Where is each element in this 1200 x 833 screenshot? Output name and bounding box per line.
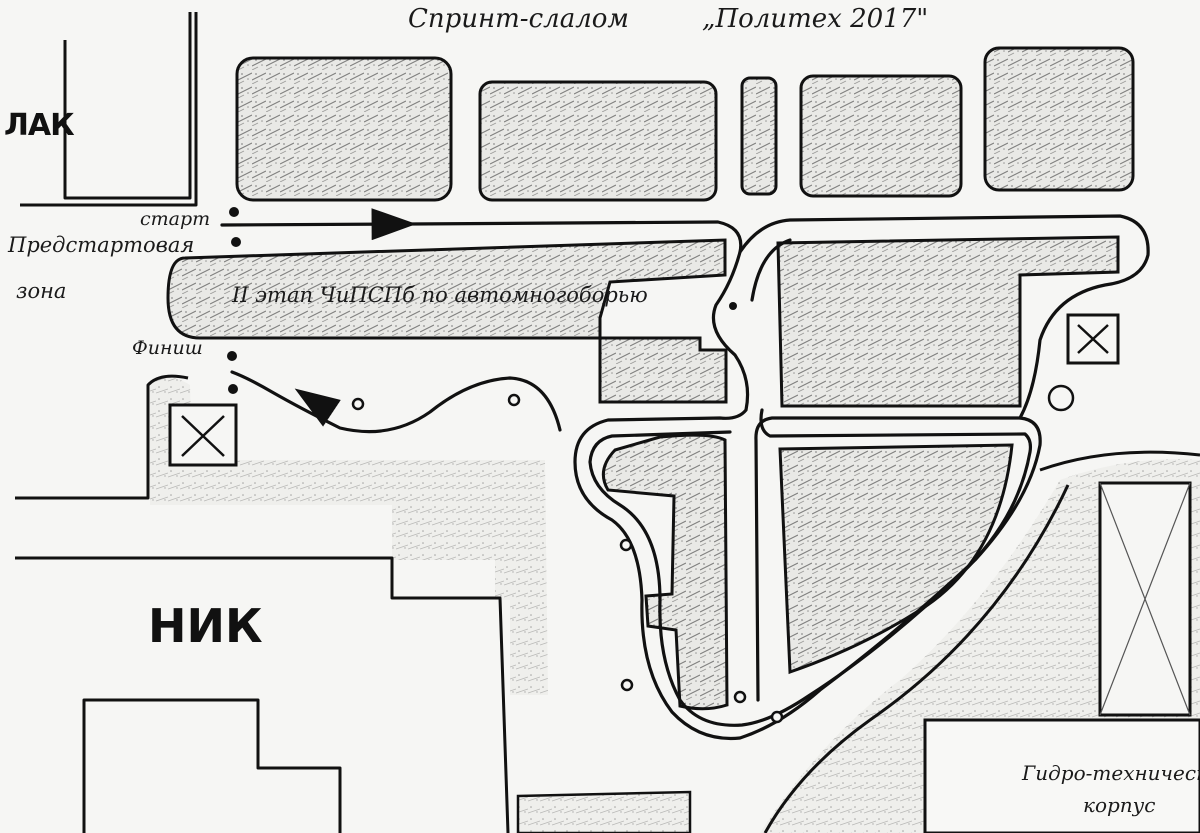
prestart-label-line2: зона [16, 279, 66, 303]
cone-turnaround [1047, 384, 1075, 412]
track-route-inner [588, 238, 1033, 727]
top-block-1 [235, 56, 453, 202]
prestart-label-line1: Предстартовая [7, 233, 194, 257]
cone-4 [620, 678, 634, 692]
cone-5 [733, 690, 747, 704]
middle-island [601, 433, 729, 711]
nik-building-wall [15, 556, 510, 833]
stage-label: II этап ЧиПСПб по автомногоборью [231, 283, 648, 307]
cone-start-bottom [231, 237, 241, 247]
top-block-5 [983, 46, 1135, 192]
right-upper-block [776, 235, 1120, 408]
lak-building [63, 12, 192, 200]
map-title-event: Спринт-слалом [408, 4, 629, 34]
start-label: старт [140, 208, 210, 230]
top-block-4 [799, 74, 963, 198]
track-route-finish [230, 370, 562, 434]
cone-1 [351, 397, 365, 411]
finish-label: Финиш [132, 337, 203, 359]
x-marker-right [1066, 313, 1120, 365]
hydro-edge-curve [763, 484, 1070, 833]
cone-6 [770, 710, 784, 724]
nik-building-outline [15, 374, 189, 500]
map-title-name: „Политех 2017" [702, 4, 928, 34]
track-route [408, 220, 1042, 741]
bottom-strip [516, 790, 692, 833]
nik-label: НИК [148, 599, 263, 653]
cone-start-top [229, 207, 239, 217]
cone-chicane [729, 302, 737, 310]
top-block-3 [740, 76, 778, 196]
hydro-building [1098, 481, 1192, 717]
hydro-label-line2: корпус [1083, 793, 1155, 817]
top-block-2 [478, 80, 718, 202]
cone-2 [507, 393, 521, 407]
start-arrow [220, 208, 417, 241]
x-marker-left [168, 403, 238, 467]
lak-building-wall [20, 12, 198, 207]
track-route-upper-loop [738, 214, 1150, 420]
cone-finish-top [227, 351, 237, 361]
hydro-label-line1: Гидро-техническ [1021, 761, 1200, 785]
nik-building-inner-wall [82, 698, 342, 833]
lak-label: ЛАК [4, 108, 75, 143]
hydro-label-box [923, 718, 1200, 833]
stage-block [166, 238, 728, 404]
cone-3 [619, 538, 633, 552]
cone-finish-bottom [228, 384, 238, 394]
finish-arrow [294, 388, 341, 427]
hydro-edge [1039, 450, 1200, 472]
